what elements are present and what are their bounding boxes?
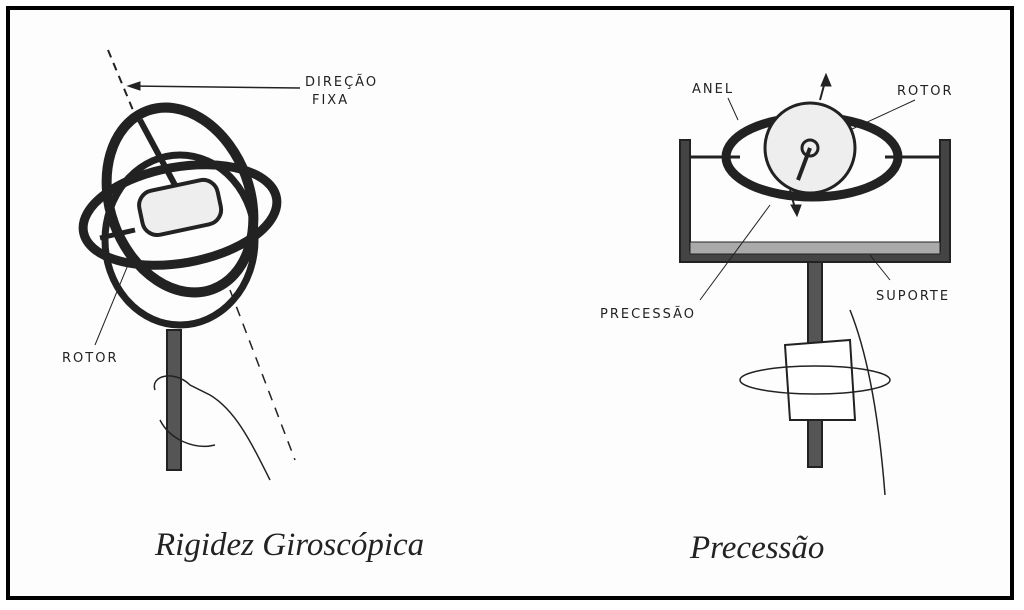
caption-rigidity: Rigidez Giroscópica	[154, 527, 424, 563]
caption-precession: Precessão	[689, 530, 824, 566]
rigidity-gyroscope-drawing	[78, 49, 301, 481]
label-left-rotor: ROTOR	[62, 351, 118, 366]
label-precession: PRECESSÃO	[600, 306, 696, 322]
label-ring: ANEL	[692, 82, 734, 97]
label-direction-line1: DIREÇÃO	[305, 74, 378, 90]
direction-arrow	[129, 85, 301, 89]
label-right-rotor: ROTOR	[897, 84, 953, 99]
label-support: SUPORTE	[876, 289, 950, 304]
rotor	[137, 177, 224, 238]
label-direction-line2: FIXA	[312, 93, 349, 108]
precession-gyroscope-drawing	[679, 72, 951, 496]
